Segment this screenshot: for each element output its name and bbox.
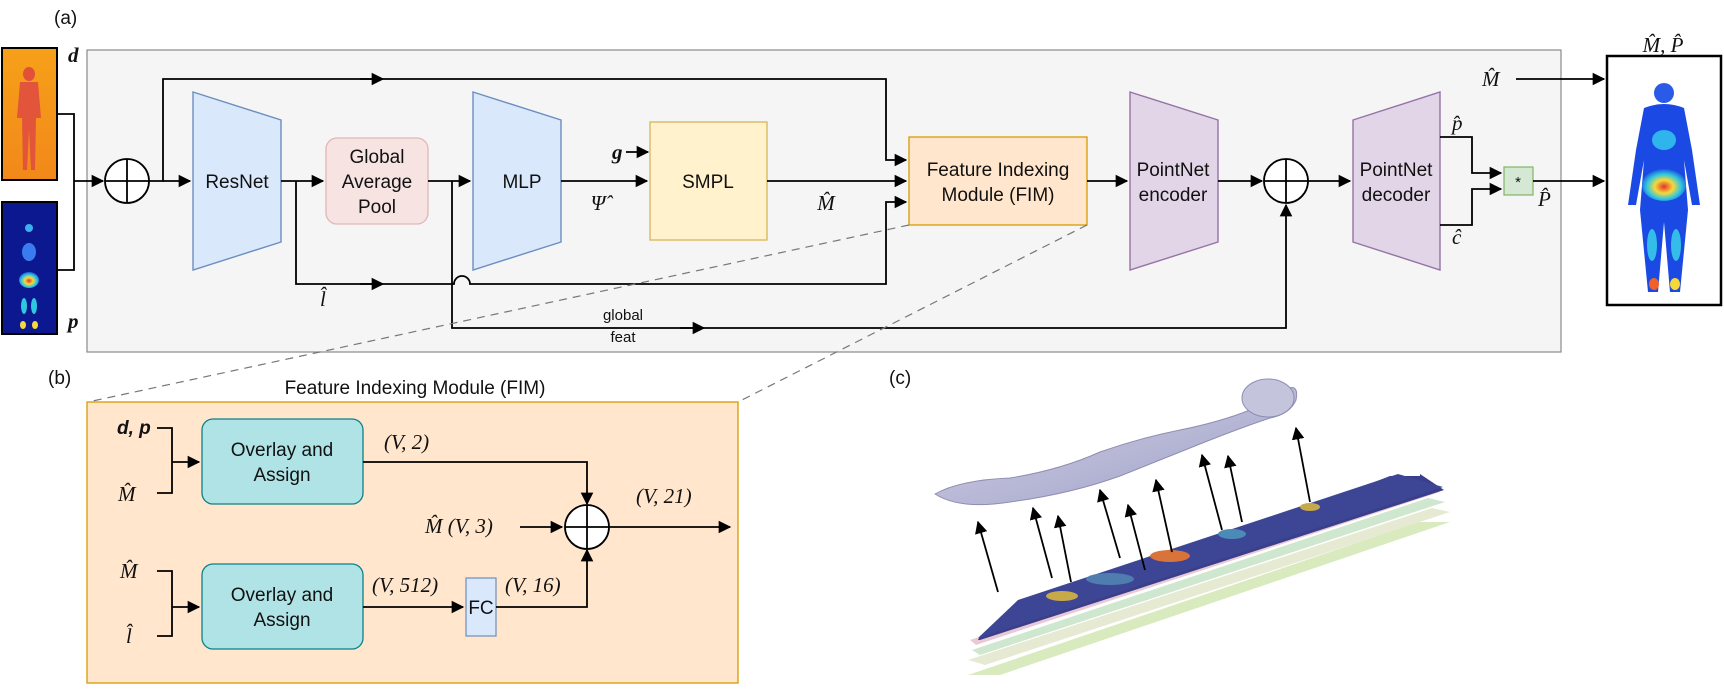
p-hat-small-label: p̂ [1450,111,1463,135]
global-feat-label-line2: feat [610,329,636,346]
gap-label-line3: Pool [358,197,396,218]
pointnet-decoder-label-line1: PointNet [1360,160,1434,181]
dim-v512-label: (V, 512) [372,573,438,597]
mlp-block [472,91,562,271]
m-v3-label: M̂ (V, 3) [424,514,493,538]
fim-input-l-hat: l̂ [126,624,133,648]
fc-label: FC [468,598,493,619]
output-pressure-image [1605,54,1723,307]
fim-label-line1: Feature Indexing [927,160,1070,181]
overlay2-label-line2: Assign [253,610,310,631]
overlay1-label-line1: Overlay and [231,440,333,461]
smpl-block [649,121,768,241]
fim-block [908,136,1088,226]
dim-v16-label: (V, 16) [505,573,561,597]
concat-oplus-1 [104,158,150,204]
panel-label-a: (a) [54,8,77,29]
global-feat-label-line1: global [603,307,643,324]
edge-fc-to-sum [496,548,594,608]
edge-overlay1-to-sum [363,461,594,506]
fim-input-m-hat-2: M̂ [119,559,139,583]
multiply-label: * [1515,174,1521,191]
m-hat-label-smpl: M̂ [816,191,836,215]
pointnet-decoder-block [1352,91,1441,271]
fim-detail-panel [86,401,739,684]
depth-image [1,47,58,181]
multiply-block [1503,166,1534,196]
fim-label-line2: Module (FIM) [942,185,1055,206]
edge-local-feat-to-fim [295,181,908,285]
c-hat-label: ĉ [1452,225,1462,249]
fim-input-m-hat-1: M̂ [117,482,137,506]
m-hat-label-output: M̂ [1481,67,1501,91]
smpl-label: SMPL [682,172,734,193]
P-hat-label: P̂ [1537,187,1551,211]
edge-c-hat-to-mul [1440,182,1503,226]
pressure-image [1,201,58,335]
gap-label-line1: Global [350,147,405,168]
resnet-block [192,91,282,271]
dim-v21-label: (V, 21) [636,484,692,508]
mlp-label: MLP [502,172,541,193]
input-bracket [58,113,75,271]
input-p-label: p [66,309,79,333]
output-title: M̂, P̂ [1642,33,1684,57]
overlay-assign-block-1 [201,418,364,505]
overlay-assign-block-2 [201,563,364,650]
fim-bracket-top [157,427,173,494]
gap-label-line2: Average [342,172,412,193]
dim-v2-label: (V, 2) [384,430,429,454]
fim-detail-title: Feature Indexing Module (FIM) [285,378,546,399]
pointnet-encoder-label-line2: encoder [1139,185,1208,206]
overlay2-label-line1: Overlay and [231,585,333,606]
panel-label-b: (b) [48,368,71,389]
pointnet-encoder-label-line1: PointNet [1137,160,1211,181]
concat-oplus-2 [1263,158,1309,204]
fim-input-dp: d, p [117,418,151,439]
edge-input-skip-to-fim [149,78,908,182]
fim-bracket-bottom [157,570,173,637]
input-g-label: g [611,140,623,164]
pointnet-decoder-label-line2: decoder [1362,185,1431,206]
zoom-line-right [737,224,1088,403]
edge-global-feat-to-sum [451,181,1293,329]
overlay1-label-line2: Assign [253,465,310,486]
body-over-pressure-illustration [934,378,1450,675]
input-d-label: d [68,43,79,67]
pointnet-encoder-block [1129,91,1219,271]
fim-concat-oplus [564,504,610,550]
edge-p-hat-to-mul [1440,136,1503,180]
l-hat-label: l̂ [320,287,327,311]
panel-label-c: (c) [889,368,911,389]
resnet-label: ResNet [205,172,269,193]
